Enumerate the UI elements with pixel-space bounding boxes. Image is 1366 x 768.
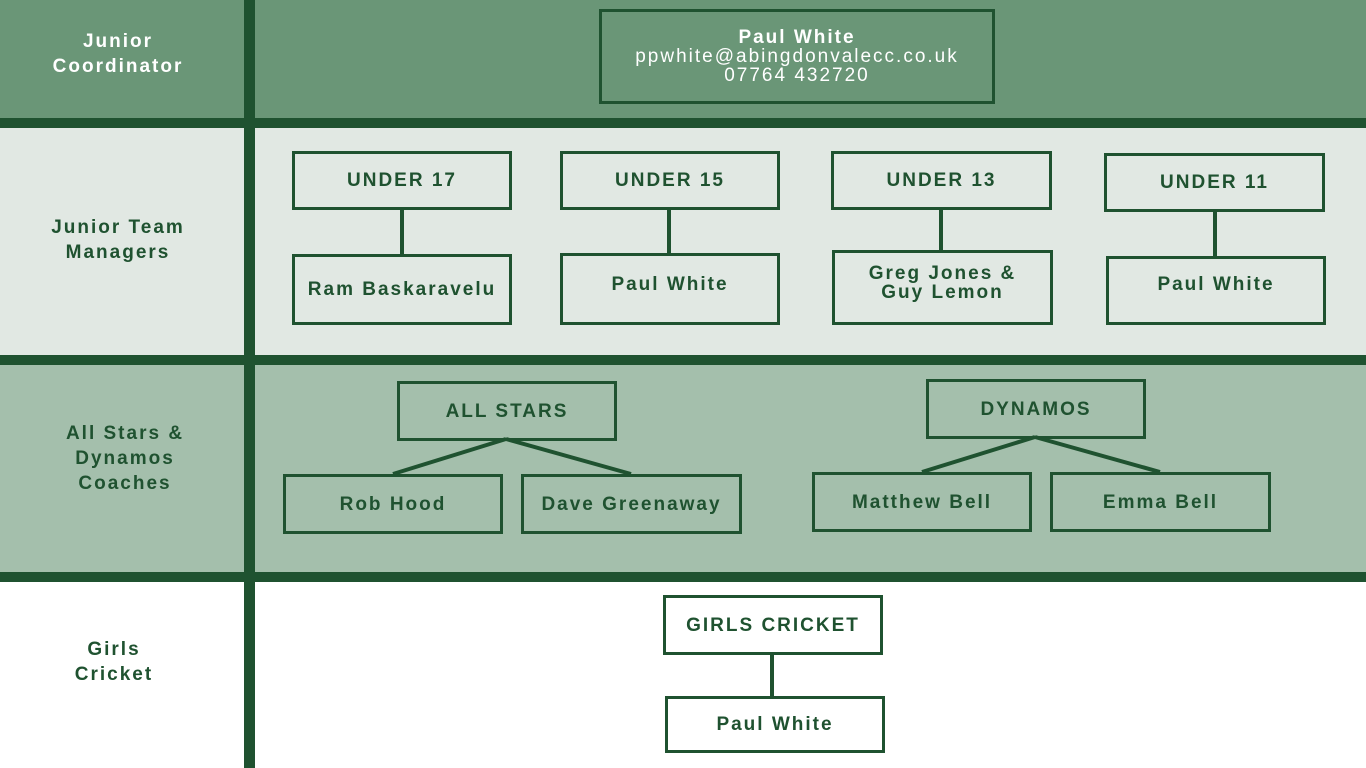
coach-box: Emma Bell — [1050, 472, 1271, 532]
manager-name: Paul White — [1157, 274, 1275, 295]
divider-2 — [0, 355, 1366, 365]
coach-box: Dave Greenaway — [521, 474, 742, 534]
team-label: UNDER 17 — [347, 170, 457, 191]
divider-3 — [0, 572, 1366, 582]
team-box-u17: UNDER 17 — [292, 151, 512, 210]
coach-name: Dave Greenaway — [541, 493, 722, 515]
row-label-managers: Junior Team Managers — [0, 215, 236, 265]
row-label-coordinator: Junior Coordinator — [0, 29, 236, 79]
connector-dynamos-right — [1034, 435, 1161, 474]
coordinator-box: Paul White ppwhite@abingdonvalecc.co.uk … — [599, 9, 995, 104]
team-box-u15: UNDER 15 — [560, 151, 780, 210]
manager-box-u13: Greg Jones & Guy Lemon — [832, 250, 1053, 325]
manager-box-u15: Paul White — [560, 253, 780, 325]
team-box-u11: UNDER 11 — [1104, 153, 1325, 212]
group-box-dynamos: DYNAMOS — [926, 379, 1146, 439]
group-box-allstars: ALL STARS — [397, 381, 617, 441]
coach-name: Emma Bell — [1102, 491, 1219, 513]
manager-name: Paul White — [611, 273, 729, 295]
group-label: DYNAMOS — [980, 398, 1092, 420]
row-label-line: Dynamos — [75, 448, 175, 469]
coordinator-email: ppwhite@abingdonvalecc.co.uk — [635, 46, 959, 67]
girls-cricket-box: GIRLS CRICKET — [663, 595, 883, 655]
manager-box-u11: Paul White — [1106, 256, 1326, 325]
manager-name: Guy Lemon — [881, 281, 1004, 303]
team-box-u13: UNDER 13 — [831, 151, 1052, 210]
row-label-line: Junior — [82, 31, 154, 52]
coach-name: Matthew Bell — [851, 491, 993, 513]
row-coaches-band — [0, 365, 1366, 572]
row-label-line: Managers — [65, 242, 171, 263]
row-label-line: Girls — [87, 639, 141, 660]
connector-allstars-left — [392, 437, 507, 476]
team-label: UNDER 11 — [1160, 172, 1269, 193]
row-girls-band — [0, 582, 1366, 768]
group-label: ALL STARS — [445, 400, 569, 422]
team-label: UNDER 13 — [886, 170, 997, 191]
connector-dynamos-left — [921, 435, 1036, 474]
coordinator-name: Paul White — [738, 27, 856, 48]
row-label-line: All Stars & — [65, 423, 185, 444]
row-label-line: Junior Team — [51, 217, 185, 238]
divider-1 — [0, 118, 1366, 128]
row-coordinator-band — [0, 0, 1366, 118]
manager-box-u17: Ram Baskaravelu — [292, 254, 512, 325]
coach-name: Rob Hood — [339, 493, 447, 515]
coach-box: Matthew Bell — [812, 472, 1032, 532]
connector-allstars-right — [505, 437, 632, 476]
row-label-coaches: All Stars & Dynamos Coaches — [0, 421, 250, 496]
row-label-girls: Girls Cricket — [0, 637, 228, 687]
coach-box: Rob Hood — [283, 474, 503, 534]
girls-cricket-label: GIRLS CRICKET — [686, 614, 860, 636]
coordinator-phone: 07764 432720 — [724, 65, 870, 86]
row-managers-band — [0, 128, 1366, 355]
manager-name: Greg Jones & — [868, 262, 1017, 284]
row-label-line: Coaches — [78, 473, 172, 494]
row-label-line: Cricket — [74, 664, 154, 685]
vertical-divider — [244, 0, 255, 768]
manager-name: Ram Baskaravelu — [307, 279, 497, 300]
girls-cricket-contact-box: Paul White — [665, 696, 885, 753]
girls-cricket-contact: Paul White — [716, 714, 834, 735]
row-label-line: Coordinator — [52, 56, 184, 77]
team-label: UNDER 15 — [615, 170, 725, 191]
